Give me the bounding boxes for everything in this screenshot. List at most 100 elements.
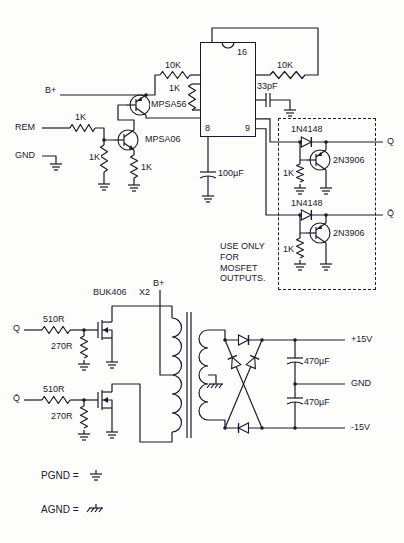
ground-symbol (94, 479, 98, 480)
output-wire (256, 129, 278, 215)
part-label: Q̄ (12, 393, 21, 403)
part-label: 1K (282, 168, 295, 178)
transistor-symbol (114, 139, 124, 140)
part-label: 100µF (217, 168, 245, 178)
wire (262, 339, 345, 340)
part-label: +15V (350, 334, 373, 344)
wire (42, 156, 56, 160)
mosfet-arrow (103, 397, 108, 403)
wire (83, 330, 84, 336)
analog-ground-symbol (87, 508, 90, 512)
part-label: 470µF (303, 356, 331, 366)
wire (207, 136, 208, 172)
ground-symbol (288, 115, 292, 116)
wire (112, 384, 172, 442)
wire (192, 83, 200, 84)
part-label: Q (386, 136, 395, 146)
mosfet-symbol (97, 392, 98, 408)
diode-symbol (301, 210, 311, 220)
wire (256, 74, 270, 75)
wire (160, 290, 172, 375)
transformer-winding (199, 330, 208, 420)
wire (295, 383, 345, 384)
ground-symbol (100, 186, 108, 187)
wire (60, 75, 160, 95)
analog-ground-symbol (99, 508, 102, 512)
wire (208, 420, 225, 428)
wire (300, 142, 306, 160)
wire (42, 127, 70, 128)
part-label: 270R (50, 341, 74, 351)
ground-symbol (80, 366, 88, 367)
diode-symbol (228, 355, 241, 368)
resistor-symbol (42, 397, 70, 404)
diode-symbol (239, 423, 249, 433)
wire (325, 170, 326, 184)
part-label: 1K (88, 152, 101, 162)
resistor-symbol (81, 406, 88, 428)
ground-symbol (298, 193, 302, 194)
ground-symbol (132, 190, 136, 191)
capacitor-symbol (200, 171, 216, 172)
transformer-core (186, 312, 187, 438)
ground-symbol (50, 163, 62, 164)
wire (95, 128, 114, 140)
diode-symbol (239, 423, 249, 433)
mosfet-symbol (102, 391, 112, 392)
ground-symbol (324, 269, 328, 270)
analog-ground-symbol (219, 384, 222, 388)
diode-symbol (248, 335, 249, 345)
part-label: Q̄ (386, 208, 395, 218)
diode-symbol (246, 355, 259, 368)
part-label: X2 (138, 287, 151, 297)
part-label: BUK406 (92, 287, 128, 297)
mosfet-symbol (102, 337, 112, 338)
analog-ground-symbol (209, 383, 223, 384)
transistor-arrow (317, 152, 322, 156)
wire (112, 306, 172, 322)
ground-symbol (90, 473, 102, 474)
ground-symbol (298, 269, 302, 270)
diode-symbol (301, 137, 311, 147)
ground-symbol (52, 166, 60, 167)
wire (278, 141, 383, 142)
ground-symbol (78, 363, 90, 364)
wire (325, 142, 326, 150)
resistor-symbol (101, 145, 108, 172)
transformer-winding (172, 318, 182, 432)
junction-dot (260, 426, 264, 430)
wire (103, 140, 104, 145)
transistor-symbol (316, 223, 326, 230)
output-wire (256, 119, 278, 142)
wire (190, 74, 200, 75)
ground-symbol (296, 266, 304, 267)
transistor-symbol (126, 104, 136, 105)
mosfet-arrow (103, 327, 108, 333)
diode-symbol (246, 355, 259, 368)
wire (208, 375, 216, 380)
ground-symbol (110, 437, 114, 438)
resistor-symbol (131, 155, 138, 178)
wire (300, 215, 306, 233)
transistor-arrow (129, 145, 134, 150)
diode-symbol (311, 210, 312, 220)
part-label: MPSA06 (144, 134, 182, 144)
ground-symbol (108, 364, 116, 365)
diode-symbol (239, 335, 249, 345)
wire (278, 214, 383, 215)
analog-ground-symbol (207, 384, 210, 388)
wire (212, 28, 318, 75)
part-label: -15V (350, 422, 371, 432)
wire (325, 243, 326, 260)
part-label: 10K (164, 60, 182, 70)
part-label: MPSA56 (150, 99, 188, 109)
legend-text: PGND = (40, 470, 80, 482)
wire (270, 100, 290, 106)
wire (24, 399, 42, 400)
transistor-symbol (136, 95, 146, 102)
part-label: 510R (42, 384, 66, 394)
resistor-symbol (297, 164, 304, 182)
wire (208, 330, 225, 340)
diode-symbol (228, 355, 237, 359)
